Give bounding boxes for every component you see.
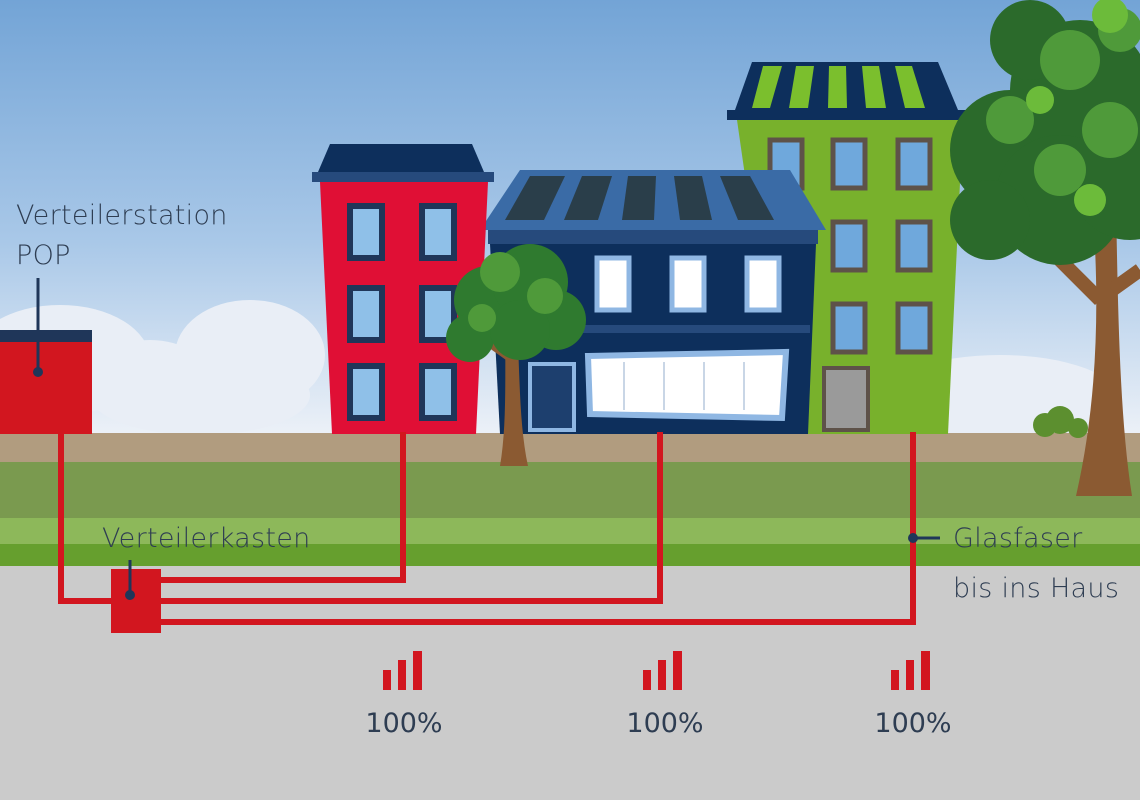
tree-icon xyxy=(950,0,1140,496)
label-pointers xyxy=(33,278,940,600)
blue-house xyxy=(480,170,826,434)
grass-edge xyxy=(0,544,1140,566)
bush xyxy=(1033,406,1088,438)
fiber-label-line2: bis ins Haus xyxy=(953,573,1120,604)
red-house xyxy=(312,144,494,434)
blue-house-door xyxy=(528,362,576,432)
signal-bars-icon xyxy=(891,651,930,690)
grass-light xyxy=(0,518,1140,544)
pop-label-line2: POP xyxy=(16,240,71,271)
sidewalk xyxy=(0,433,1140,463)
underground xyxy=(0,566,1140,800)
fiber-green-house xyxy=(160,432,916,625)
speed-red-house: 100% xyxy=(365,708,443,739)
fiber-blue-house xyxy=(160,432,663,604)
grass-dark xyxy=(0,462,1140,520)
pop-label-line1: Verteilerstation xyxy=(16,200,228,231)
speed-blue-house: 100% xyxy=(626,708,704,739)
shop-window xyxy=(584,348,790,422)
fiber-pop-to-cabinet xyxy=(58,432,112,604)
green-house-windows xyxy=(767,137,933,355)
fiber-label-line1: Glasfaser xyxy=(953,523,1083,554)
signal-bars-icon xyxy=(643,651,682,690)
distribution-cabinet xyxy=(111,569,161,633)
tree-icon xyxy=(446,244,586,466)
cabinet-label: Verteilerkasten xyxy=(102,523,311,554)
fiber-red-house xyxy=(160,432,406,583)
red-house-windows xyxy=(347,203,457,421)
speed-green-house: 100% xyxy=(874,708,952,739)
fiber-lines xyxy=(58,432,916,625)
pop-building xyxy=(0,330,92,434)
signal-bars-icon xyxy=(383,651,422,690)
green-house-door xyxy=(822,366,870,432)
